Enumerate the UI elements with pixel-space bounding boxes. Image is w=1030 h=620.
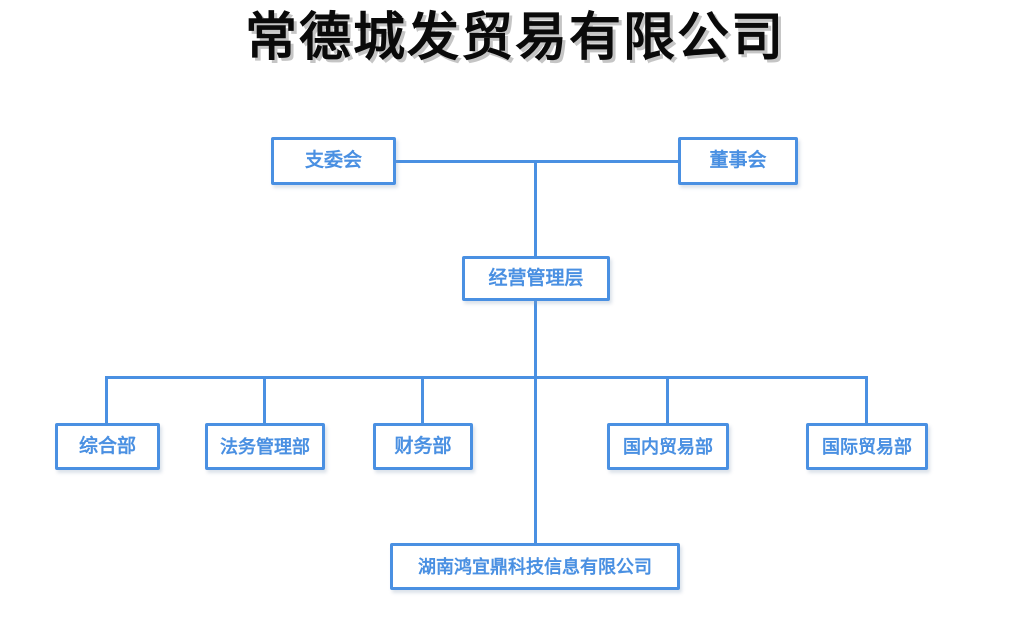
node-department-legal-label: 法务管理部 xyxy=(220,436,310,457)
connector-drop-department-5 xyxy=(865,376,868,424)
node-department-comprehensive-label: 综合部 xyxy=(78,435,136,457)
connector-drop-department-1 xyxy=(105,376,108,424)
node-department-domestic-trade[interactable]: 国内贸易部 xyxy=(607,423,729,470)
connector-drop-department-4 xyxy=(666,376,669,424)
node-department-legal[interactable]: 法务管理部 xyxy=(205,423,325,470)
connector-drop-department-3 xyxy=(421,376,424,424)
node-subsidiary[interactable]: 湖南鸿宜鼎科技信息有限公司 xyxy=(390,543,680,590)
connector-drop-department-2 xyxy=(263,376,266,424)
node-department-international-trade-label: 国际贸易部 xyxy=(822,436,912,457)
connector-bus-to-subsidiary xyxy=(534,376,537,544)
node-department-international-trade[interactable]: 国际贸易部 xyxy=(806,423,928,470)
node-party-committee-label: 支委会 xyxy=(304,150,362,171)
node-management[interactable]: 经营管理层 xyxy=(462,256,610,301)
connector-department-bus xyxy=(105,376,868,379)
connector-top-to-management xyxy=(534,160,537,258)
node-department-domestic-trade-label: 国内贸易部 xyxy=(623,436,713,457)
node-department-finance-label: 财务部 xyxy=(394,435,452,457)
node-board-of-directors-label: 董事会 xyxy=(709,150,767,171)
connector-top-horizontal xyxy=(396,160,678,163)
node-management-label: 经营管理层 xyxy=(488,267,584,289)
node-board-of-directors[interactable]: 董事会 xyxy=(678,137,798,185)
node-party-committee[interactable]: 支委会 xyxy=(271,137,396,185)
page-title: 常德城发贸易有限公司 xyxy=(244,10,785,67)
connector-management-to-bus xyxy=(534,299,537,379)
node-subsidiary-label: 湖南鸿宜鼎科技信息有限公司 xyxy=(418,556,652,577)
node-department-comprehensive[interactable]: 综合部 xyxy=(55,423,160,470)
node-department-finance[interactable]: 财务部 xyxy=(373,423,473,470)
